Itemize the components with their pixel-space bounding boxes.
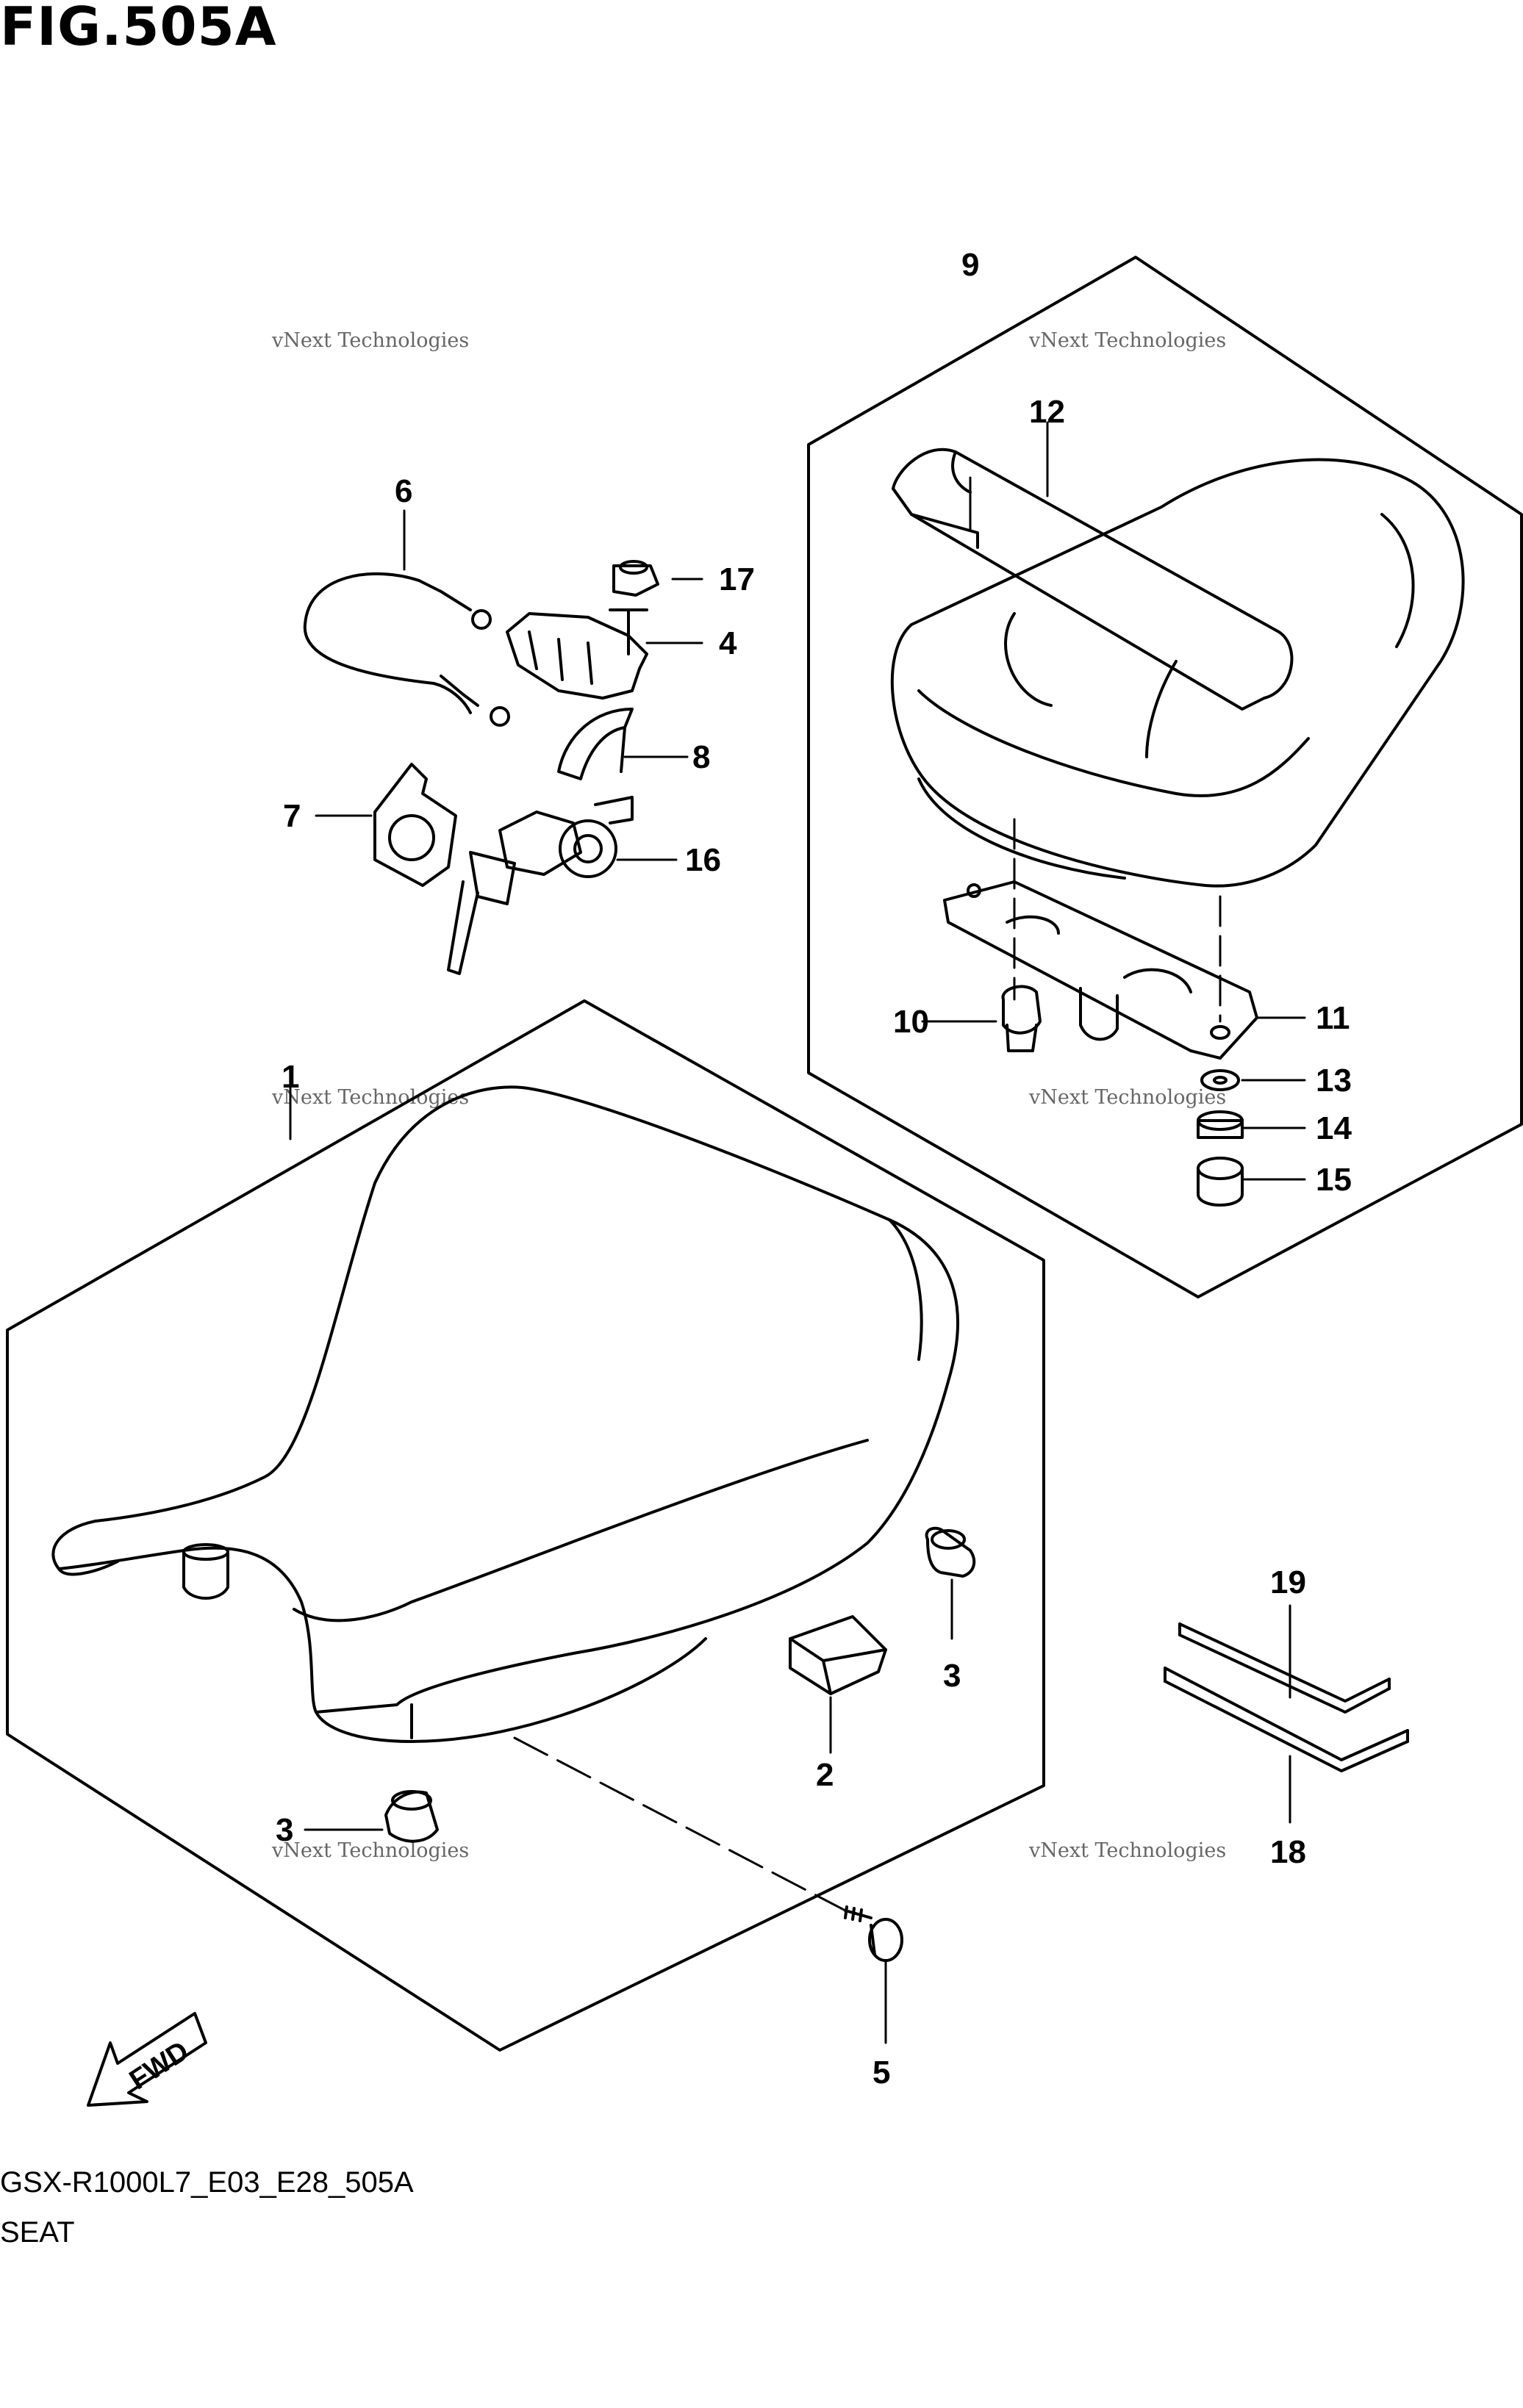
- rod-part-18: [1164, 1667, 1409, 1772]
- watermark-text: vNext Technologies: [1029, 329, 1227, 352]
- callout-16: 16: [685, 842, 721, 878]
- callout-15: 15: [1316, 1162, 1352, 1198]
- rubber-cushion-part-3-left: [384, 1790, 439, 1843]
- front-seat-group-outline: [6, 999, 1045, 2052]
- seat-lock-part-4: [506, 608, 648, 700]
- nut-part-14: [1197, 1110, 1244, 1139]
- watermark: vNext Technologies: [272, 1841, 469, 1861]
- rear-seat-bolt-part-10: [1001, 985, 1042, 1052]
- watermark: vNext Technologies: [1029, 1841, 1226, 1861]
- callout-2: 2: [816, 1757, 834, 1793]
- callout-6: 6: [395, 473, 412, 509]
- watermark-text: vNext Technologies: [272, 329, 470, 352]
- rear-seat-bracket: [943, 880, 1258, 1060]
- callout-3-right: 3: [943, 1658, 961, 1694]
- forward-arrow-icon: [87, 2012, 207, 2107]
- watermark: vNext Technologies: [1029, 1088, 1226, 1107]
- callout-1: 1: [282, 1059, 299, 1095]
- main-seat: [51, 1085, 959, 1743]
- callout-5: 5: [872, 2055, 890, 2091]
- callout-10: 10: [893, 1004, 929, 1040]
- figure-name: SEAT: [0, 2216, 75, 2249]
- nut-part-17: [612, 560, 659, 597]
- callout-14: 14: [1316, 1110, 1352, 1146]
- callout-8: 8: [692, 739, 710, 775]
- callout-12: 12: [1029, 394, 1065, 430]
- callout-4: 4: [719, 625, 737, 661]
- collar-part-15: [1197, 1157, 1244, 1207]
- watermark-text: vNext Technologies: [272, 1086, 470, 1109]
- bolt-part-5: [844, 1905, 903, 1962]
- watermark-text: vNext Technologies: [1029, 1086, 1227, 1109]
- seat-lock-cable-part-6: [303, 572, 510, 727]
- figure-code: GSX-R1000L7_E03_E28_505A: [0, 2166, 414, 2199]
- fwd-label: FWD: [124, 2035, 194, 2096]
- washer-part-13: [1200, 1069, 1240, 1091]
- rod-part-19: [1178, 1622, 1391, 1714]
- rubber-cushion-part-3-right: [925, 1526, 976, 1578]
- figure-title: FIG.505A: [0, 0, 277, 57]
- callout-17: 17: [719, 561, 755, 597]
- watermark-text: vNext Technologies: [1029, 1839, 1227, 1862]
- watermark: vNext Technologies: [1029, 331, 1226, 351]
- callout-3-left: 3: [276, 1812, 293, 1848]
- lock-spring-part-8: [557, 708, 634, 780]
- callout-9: 9: [961, 247, 979, 283]
- callout-7: 7: [283, 798, 301, 834]
- callout-11: 11: [1316, 1000, 1350, 1036]
- callout-13: 13: [1316, 1063, 1352, 1099]
- callout-19: 19: [1270, 1564, 1306, 1600]
- callout-18: 18: [1270, 1834, 1306, 1870]
- rear-seat-group-outline: [807, 256, 1523, 1298]
- watermark: vNext Technologies: [272, 331, 469, 351]
- rear-seat-grab-strap: [892, 448, 1294, 711]
- key-cylinder-part-16: [447, 796, 634, 975]
- seat-pad-part-2: [789, 1615, 887, 1695]
- lock-plate-part-7: [373, 763, 457, 887]
- watermark: vNext Technologies: [272, 1088, 469, 1107]
- watermark-text: vNext Technologies: [272, 1839, 470, 1862]
- rear-seat-cushion: [890, 458, 1465, 888]
